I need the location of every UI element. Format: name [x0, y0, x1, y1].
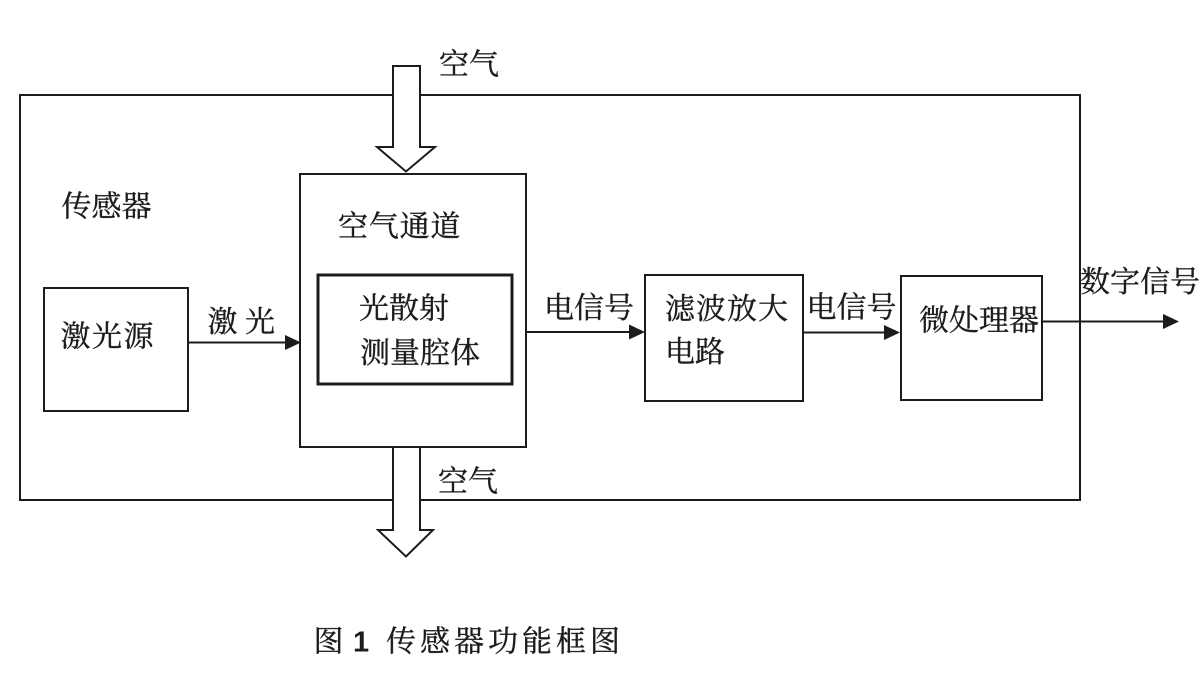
- svg-text:1: 1: [353, 627, 369, 659]
